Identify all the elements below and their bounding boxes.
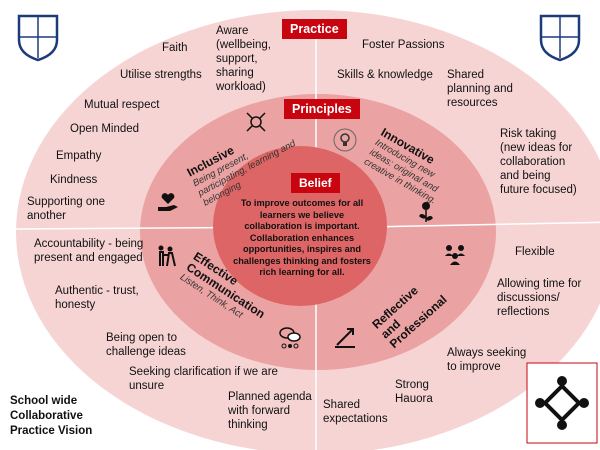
practice-item: Planned agenda with forward thinking — [228, 391, 312, 431]
practice-item: Flexible — [515, 246, 555, 258]
practice-item: Skills & knowledge — [337, 69, 433, 81]
practice-item: Foster Passions — [362, 39, 445, 51]
chat-bubbles-icon — [279, 327, 301, 349]
practice-item: Faith — [162, 42, 188, 54]
heart-hand-icon — [158, 193, 178, 211]
lightbulb-icon — [333, 128, 357, 152]
practice-item: Seeking clarification if we are unsure — [129, 366, 278, 392]
practice-item: Mutual respect — [84, 99, 160, 111]
practice-item: Utilise strengths — [120, 69, 202, 81]
belief-circle — [213, 146, 387, 306]
growth-arrow-icon — [335, 328, 355, 348]
team-icon — [445, 245, 465, 265]
network-icon — [246, 112, 266, 132]
practice-item: Empathy — [56, 150, 102, 162]
practice-label: Practice — [282, 19, 347, 39]
practice-item: Risk taking (new ideas for collaboration… — [500, 128, 577, 196]
practice-item: Shared planning and resources — [447, 69, 513, 109]
practice-item: Allowing time for discussions/ reflectio… — [497, 278, 582, 318]
belief-label: Belief — [291, 173, 340, 193]
belief-statement: To improve outcomes for all learners we … — [233, 198, 371, 277]
practice-item: Aware (wellbeing, support, sharing workl… — [216, 25, 271, 93]
practice-item: Open Minded — [70, 123, 140, 135]
school-crest-right — [539, 14, 581, 62]
people-icon — [158, 245, 176, 267]
school-crest-left — [17, 14, 59, 62]
principles-label: Principles — [284, 99, 360, 119]
practice-item: Being open to challenge ideas — [106, 332, 186, 358]
practice-item: Accountability - being present and engag… — [34, 238, 144, 264]
lightbulb-plant-icon — [419, 202, 433, 222]
practice-item: Always seeking to improve — [447, 347, 527, 373]
practice-item: Supporting one another — [27, 196, 106, 222]
practice-item: Shared expectations — [323, 399, 388, 425]
footer-title: School wide Collaborative Practice Visio… — [10, 395, 93, 437]
practice-item: Strong Hauora — [395, 379, 433, 405]
practice-item: Authentic - trust, honesty — [55, 285, 139, 311]
practice-item: Kindness — [50, 174, 98, 186]
collaboration-logo — [535, 376, 589, 430]
